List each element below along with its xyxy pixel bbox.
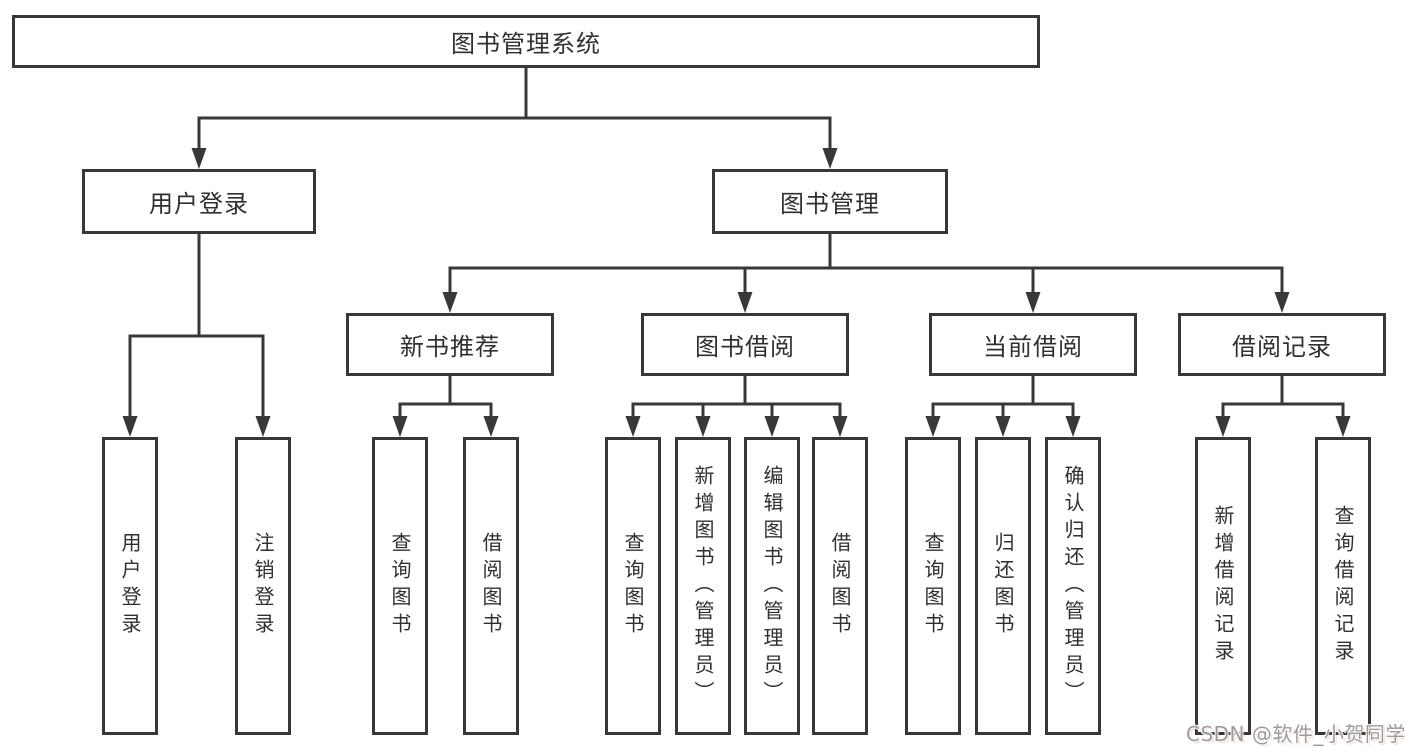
leaf-logout: 注销登录: [235, 437, 291, 735]
leaf-label: 注销登录: [251, 532, 275, 640]
leaf-query-book-1: 查询图书: [372, 437, 428, 735]
leaf-query-book-2: 查询图书: [605, 437, 661, 735]
leaf-label: 借阅图书: [828, 532, 852, 640]
leaf-add-borrow-record: 新增借阅记录: [1195, 437, 1251, 735]
leaf-return-book: 归还图书: [975, 437, 1031, 735]
leaf-label: 确认归还（管理员）: [1061, 464, 1085, 708]
leaf-label: 查询图书: [388, 532, 412, 640]
leaf-label: 新增图书（管理员）: [691, 464, 715, 708]
leaf-label: 查询图书: [621, 532, 645, 640]
leaf-label: 编辑图书（管理员）: [760, 464, 784, 708]
leaf-label: 借阅图书: [479, 532, 503, 640]
node-root: 图书管理系统: [12, 15, 1040, 68]
leaf-query-book-3: 查询图书: [905, 437, 961, 735]
watermark: CSDN @软件_小贺同学: [1186, 722, 1405, 746]
leaf-label: 归还图书: [991, 532, 1015, 640]
leaf-confirm-return-admin: 确认归还（管理员）: [1045, 437, 1101, 735]
leaf-label: 查询图书: [921, 532, 945, 640]
node-user-login: 用户登录: [82, 169, 316, 234]
node-borrow-records: 借阅记录: [1178, 313, 1386, 376]
leaf-edit-book-admin: 编辑图书（管理员）: [744, 437, 800, 735]
leaf-label: 用户登录: [118, 532, 142, 640]
leaf-query-borrow-record: 查询借阅记录: [1315, 437, 1371, 735]
leaf-borrow-book-1: 借阅图书: [463, 437, 519, 735]
node-current-borrow: 当前借阅: [929, 313, 1137, 376]
node-new-book-recommend: 新书推荐: [346, 313, 554, 376]
node-book-management: 图书管理: [712, 169, 948, 234]
leaf-label: 查询借阅记录: [1331, 505, 1355, 667]
node-book-borrow: 图书借阅: [641, 313, 849, 376]
leaf-label: 新增借阅记录: [1211, 505, 1235, 667]
leaf-user-login: 用户登录: [102, 437, 158, 735]
leaf-add-book-admin: 新增图书（管理员）: [675, 437, 731, 735]
leaf-borrow-book-2: 借阅图书: [812, 437, 868, 735]
